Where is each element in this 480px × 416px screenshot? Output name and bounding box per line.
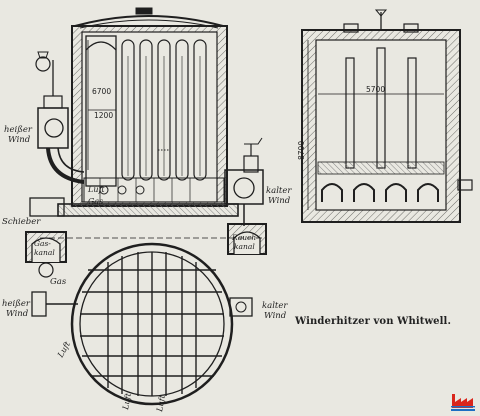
dim-height-right: 8700 <box>297 141 306 160</box>
label-gas-kanal-1: Gas- <box>34 239 51 248</box>
label-heisser-wind-bottom: Wind <box>8 135 31 145</box>
label-luft-plan-bottom-1: Luft <box>121 392 133 412</box>
right-arches <box>321 183 439 202</box>
plan-view <box>31 237 262 406</box>
label-kalter-plan-bottom: Wind <box>264 311 287 321</box>
label-kalter-plan-top: kalter <box>262 301 288 311</box>
dim-width-right: 5700 <box>366 85 385 94</box>
dim-height-left: 6700 <box>92 87 111 96</box>
label-gas-kanal-2: kanal <box>34 248 55 257</box>
figure-caption: Winderhitzer von Whitwell. <box>295 316 452 327</box>
label-gas-plan: Gas <box>50 277 67 287</box>
label-heisser-plan-top: heißer <box>2 299 31 309</box>
label-luft-plan-bottom-2: Luft <box>155 394 167 414</box>
label-gas-upper: Gas <box>88 197 103 206</box>
label-luft-plan-left: Luft <box>55 339 72 359</box>
dim-width-left: 1200 <box>94 111 113 120</box>
label-kalter-wind-bottom: Wind <box>268 196 291 206</box>
label-kalter-wind-top: kalter <box>266 186 292 196</box>
label-rauch-kanal-1: Rauch- <box>231 233 259 242</box>
plan-grid <box>80 252 224 396</box>
right-section-view <box>301 9 473 223</box>
left-flues <box>121 39 207 181</box>
left-section-view <box>25 7 267 263</box>
factory-logo-icon <box>451 394 475 411</box>
left-dimensions <box>87 40 116 170</box>
label-schieber: Schieber <box>2 217 41 227</box>
label-heisser-plan-bottom: Wind <box>6 309 29 319</box>
label-heisser-wind-top: heißer <box>4 125 33 135</box>
label-rauch-kanal-2: kanal <box>234 242 255 251</box>
label-luft-upper: Luft <box>87 185 105 194</box>
